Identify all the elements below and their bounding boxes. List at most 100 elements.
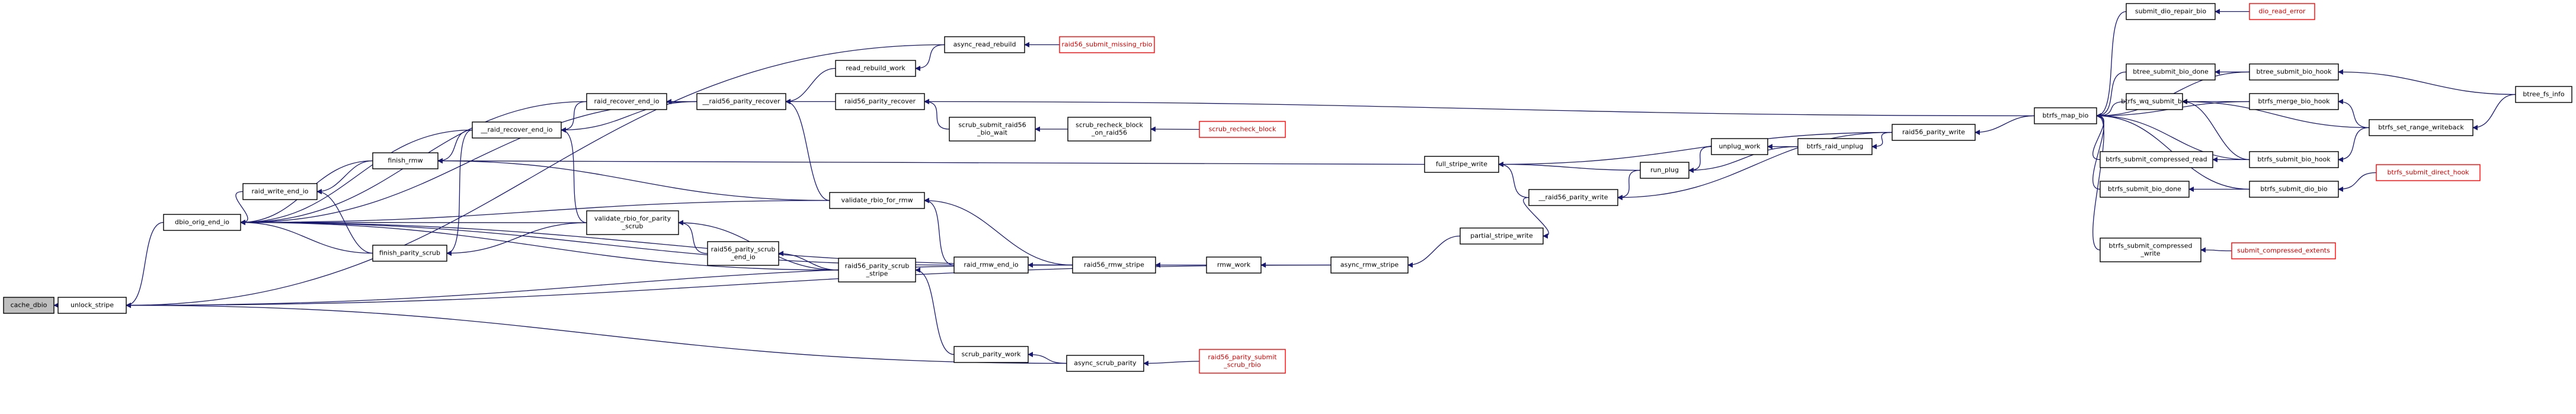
edge-raid56-parity-write-to-btrfs-raid-unplug — [1871, 131, 1893, 149]
node-label: __raid_recover_end_io — [481, 126, 553, 134]
node-async-rmw-stripe[interactable]: async_rmw_stripe — [1330, 256, 1409, 274]
node-btrfs-raid-unplug[interactable]: btrfs_raid_unplug — [1797, 138, 1873, 155]
node-full-stripe-write[interactable]: full_stripe_write — [1424, 156, 1499, 173]
node-box — [2126, 63, 2216, 81]
node-partial-stripe-write[interactable]: partial_stripe_write — [1460, 227, 1544, 245]
edge-validate-rbio-for-rmw-to-dbio-orig-end-io — [240, 200, 830, 225]
node-raid56-parity-recover[interactable]: __raid56_parity_recover — [696, 93, 786, 110]
edge-btree-fs-info-to-btree-submit-bio-hook — [2338, 69, 2516, 95]
node-raid56-parity-write[interactable]: __raid56_parity_write — [1528, 189, 1618, 206]
node-box — [586, 210, 679, 235]
node-raid-recover-end-io[interactable]: __raid_recover_end_io — [472, 121, 562, 139]
node-validate-rbio-for-rmw[interactable]: validate_rbio_for_rmw — [829, 192, 925, 209]
node-btrfs-submit-dio-bio[interactable]: btrfs_submit_dio_bio — [2249, 181, 2339, 198]
node-label: unlock_stripe — [71, 301, 114, 309]
node-btree-submit-bio-hook[interactable]: btree_submit_bio_hook — [2249, 63, 2339, 81]
node-box — [944, 36, 1025, 53]
node-box — [1528, 189, 1618, 206]
node-btrfs-submit-direct-hook[interactable]: btrfs_submit_direct_hook — [2376, 164, 2481, 181]
node-raid56-rmw-stripe[interactable]: raid56_rmw_stripe — [1072, 256, 1156, 274]
edge-btrfs-raid-unplug-to-run-plug — [1688, 146, 1799, 173]
node-raid56-parity-submit-scrub-rbio[interactable]: raid56_parity_submit_scrub_rbio — [1199, 349, 1286, 374]
node-box — [163, 214, 241, 231]
node-box — [1330, 256, 1409, 274]
node-box — [1199, 349, 1286, 374]
edge-scrub-parity-work-to-raid56-parity-scrub-stripe — [915, 267, 955, 355]
edge-raid-rmw-end-io-to-validate-rbio-for-rmw — [924, 198, 955, 266]
node-label: _end_io — [730, 253, 756, 261]
node-label: rmw_work — [1217, 261, 1251, 269]
node-finish-parity-scrub[interactable]: finish_parity_scrub — [372, 245, 447, 262]
node-raid56-parity-scrub-stripe[interactable]: raid56_parity_scrub_stripe — [838, 258, 916, 283]
node-dbio-orig-end-io[interactable]: dbio_orig_end_io — [163, 214, 241, 231]
node-label: raid_recover_end_io — [594, 98, 660, 105]
node-finish-rmw[interactable]: finish_rmw — [372, 152, 439, 169]
node-btree-fs-info[interactable]: btree_fs_info — [2515, 86, 2572, 103]
node-box — [1424, 156, 1499, 173]
node-async-read-rebuild[interactable]: async_read_rebuild — [944, 36, 1025, 53]
edge-unplug-work-to-run-plug — [1688, 146, 1712, 173]
node-box — [2100, 238, 2201, 262]
edge-run-plug-to-full-stripe-write — [1498, 162, 1641, 171]
node-btrfs-submit-bio-hook[interactable]: btrfs_submit_bio_hook — [2249, 151, 2339, 168]
node-box — [2249, 3, 2315, 20]
edge-btrfs-submit-direct-hook-to-btrfs-submit-dio-bio — [2338, 172, 2377, 192]
edge-raid56-parity-recover-to-dbio-orig-end-io — [240, 101, 697, 225]
node-run-plug[interactable]: run_plug — [1640, 162, 1689, 179]
edge-partial-stripe-write-to-async-rmw-stripe — [1407, 235, 1461, 268]
node-box — [838, 258, 916, 283]
node-box — [1199, 121, 1286, 138]
node-box — [1711, 138, 1768, 155]
node-box — [2376, 164, 2481, 181]
node-raid56-submit-missing-rbio[interactable]: raid56_submit_missing_rbio — [1059, 36, 1155, 53]
node-scrub-parity-work[interactable]: scrub_parity_work — [953, 346, 1029, 363]
node-label: _write — [2140, 250, 2160, 258]
node-box — [949, 117, 1036, 142]
node-btrfs-set-range-writeback[interactable]: btrfs_set_range_writeback — [2369, 119, 2473, 136]
node-btrfs-merge-bio-hook[interactable]: btrfs_merge_bio_hook — [2249, 93, 2339, 110]
edge-async-read-rebuild-to-read-rebuild-work — [915, 44, 945, 71]
edge-raid-write-end-io-to-dbio-orig-end-io — [235, 191, 248, 225]
node-cache-dbio[interactable]: cache_dbio — [3, 297, 55, 314]
node-raid56-parity-write[interactable]: raid56_parity_write — [1892, 124, 1976, 141]
node-btrfs-submit-bio-done[interactable]: btrfs_submit_bio_done — [2100, 181, 2190, 198]
edge-raid56-parity-write-to-full-stripe-write — [1498, 131, 1893, 167]
node-label: btrfs_submit_dio_bio — [2260, 185, 2327, 193]
node-scrub-recheck-block-on-raid56[interactable]: scrub_recheck_block_on_raid56 — [1067, 117, 1151, 142]
node-scrub-submit-raid56-bio-wait[interactable]: scrub_submit_raid56_bio_wait — [949, 117, 1036, 142]
node-box — [829, 192, 925, 209]
node-raid-rmw-end-io[interactable]: raid_rmw_end_io — [953, 256, 1029, 274]
node-validate-rbio-for-parity-scrub[interactable]: validate_rbio_for_parity_scrub — [586, 210, 679, 235]
node-btrfs-map-bio[interactable]: btrfs_map_bio — [2034, 107, 2097, 124]
node-label: _scrub — [622, 223, 644, 230]
edge-finish-rmw-to-raid-write-end-io — [316, 160, 373, 194]
node-submit-dio-repair-bio[interactable]: submit_dio_repair_bio — [2126, 3, 2216, 20]
node-rmw-work[interactable]: rmw_work — [1206, 256, 1262, 274]
node-box — [835, 93, 925, 110]
node-label: btrfs_map_bio — [2043, 112, 2089, 120]
node-label: scrub_parity_work — [962, 351, 1022, 358]
node-read-rebuild-work[interactable]: read_rebuild_work — [835, 60, 916, 77]
node-btree-submit-bio-done[interactable]: btree_submit_bio_done — [2126, 63, 2216, 81]
node-scrub-recheck-block[interactable]: scrub_recheck_block — [1199, 121, 1286, 138]
node-unplug-work[interactable]: unplug_work — [1711, 138, 1768, 155]
node-raid56-parity-recover[interactable]: raid56_parity_recover — [835, 93, 925, 110]
node-async-scrub-parity[interactable]: async_scrub_parity — [1066, 355, 1144, 372]
edge-scrub-submit-raid56-bio-wait-to-raid56-parity-recover — [924, 99, 950, 130]
node-dio-read-error[interactable]: dio_read_error — [2249, 3, 2315, 20]
node-label: btree_fs_info — [2523, 91, 2565, 98]
node-btrfs-submit-compressed-write[interactable]: btrfs_submit_compressed_write — [2100, 238, 2201, 262]
node-unlock-stripe[interactable]: unlock_stripe — [57, 297, 127, 314]
node-label: _on_raid56 — [1091, 129, 1127, 137]
node-label: btrfs_submit_direct_hook — [2388, 169, 2470, 176]
edge-full-stripe-write-to-finish-rmw — [437, 158, 1425, 165]
node-raid-recover-end-io[interactable]: raid_recover_end_io — [586, 93, 667, 110]
node-submit-compressed-extents[interactable]: submit_compressed_extents — [2231, 242, 2336, 259]
node-label: __raid56_parity_write — [1538, 194, 1608, 201]
node-btrfs-submit-compressed-read[interactable]: btrfs_submit_compressed_read — [2100, 151, 2213, 168]
node-box — [2249, 93, 2339, 110]
node-raid56-parity-scrub-end-io[interactable]: raid56_parity_scrub_end_io — [707, 241, 779, 266]
node-btrfs-wq-submit-bio[interactable]: btrfs_wq_submit_bio — [2121, 93, 2188, 110]
node-raid-write-end-io[interactable]: raid_write_end_io — [242, 183, 318, 200]
